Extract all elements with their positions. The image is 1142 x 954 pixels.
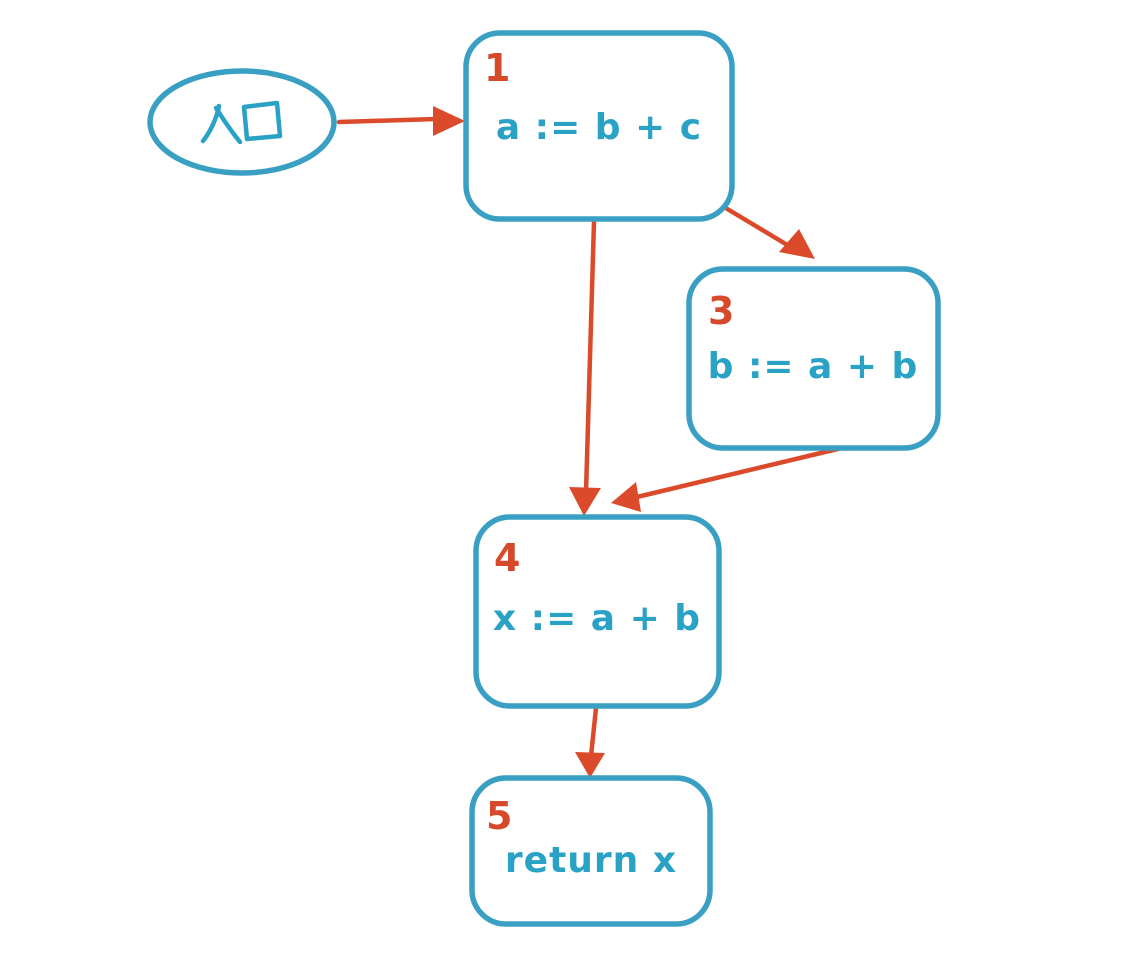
entry-ellipse xyxy=(147,68,337,176)
node-1-label: a := b + c xyxy=(496,107,702,148)
node-3-number: 3 xyxy=(708,289,734,333)
node-3: 3 b := a + b xyxy=(686,266,941,451)
edge-3-to-4-line xyxy=(634,444,849,500)
edge-3-to-4 xyxy=(611,444,849,512)
edge-entry-to-1 xyxy=(336,106,465,136)
node-3-box xyxy=(686,266,941,451)
edge-1-to-4-line xyxy=(583,219,597,495)
entry-glyph-kou-stroke xyxy=(241,100,283,142)
edge-1-to-4-arrowhead xyxy=(569,487,601,516)
node-4-box xyxy=(473,514,722,709)
edge-entry-to-1-arrowhead xyxy=(433,106,465,136)
node-5-number: 5 xyxy=(486,794,512,838)
edges xyxy=(336,106,849,778)
node-5: 5 return x xyxy=(469,775,713,927)
edge-1-to-3-arrowhead xyxy=(779,229,815,259)
edge-4-to-5-arrowhead xyxy=(575,752,605,778)
node-1-number: 1 xyxy=(484,46,510,90)
node-1-box xyxy=(463,30,735,222)
entry-label-glyphs xyxy=(200,100,283,145)
entry-glyph-ru-right-stroke xyxy=(213,105,243,145)
edge-1-to-4 xyxy=(569,219,601,516)
node-4: 4 x := a + b xyxy=(473,514,722,709)
edge-4-to-5 xyxy=(575,705,605,778)
edge-4-to-5-line xyxy=(588,705,599,759)
edge-3-to-4-arrowhead xyxy=(611,482,641,512)
edge-entry-to-1-line xyxy=(336,116,439,125)
edge-1-to-3-line xyxy=(721,204,792,249)
node-4-label: x := a + b xyxy=(493,598,701,639)
node-4-number: 4 xyxy=(494,536,520,580)
node-1: 1 a := b + c xyxy=(463,30,735,222)
node-5-label: return x xyxy=(505,840,677,881)
entry-label: 入口 xyxy=(202,101,282,147)
node-3-label: b := a + b xyxy=(708,346,919,387)
entry-node: 入口 xyxy=(147,68,337,176)
node-5-box xyxy=(469,775,713,927)
edge-1-to-3 xyxy=(721,204,815,259)
